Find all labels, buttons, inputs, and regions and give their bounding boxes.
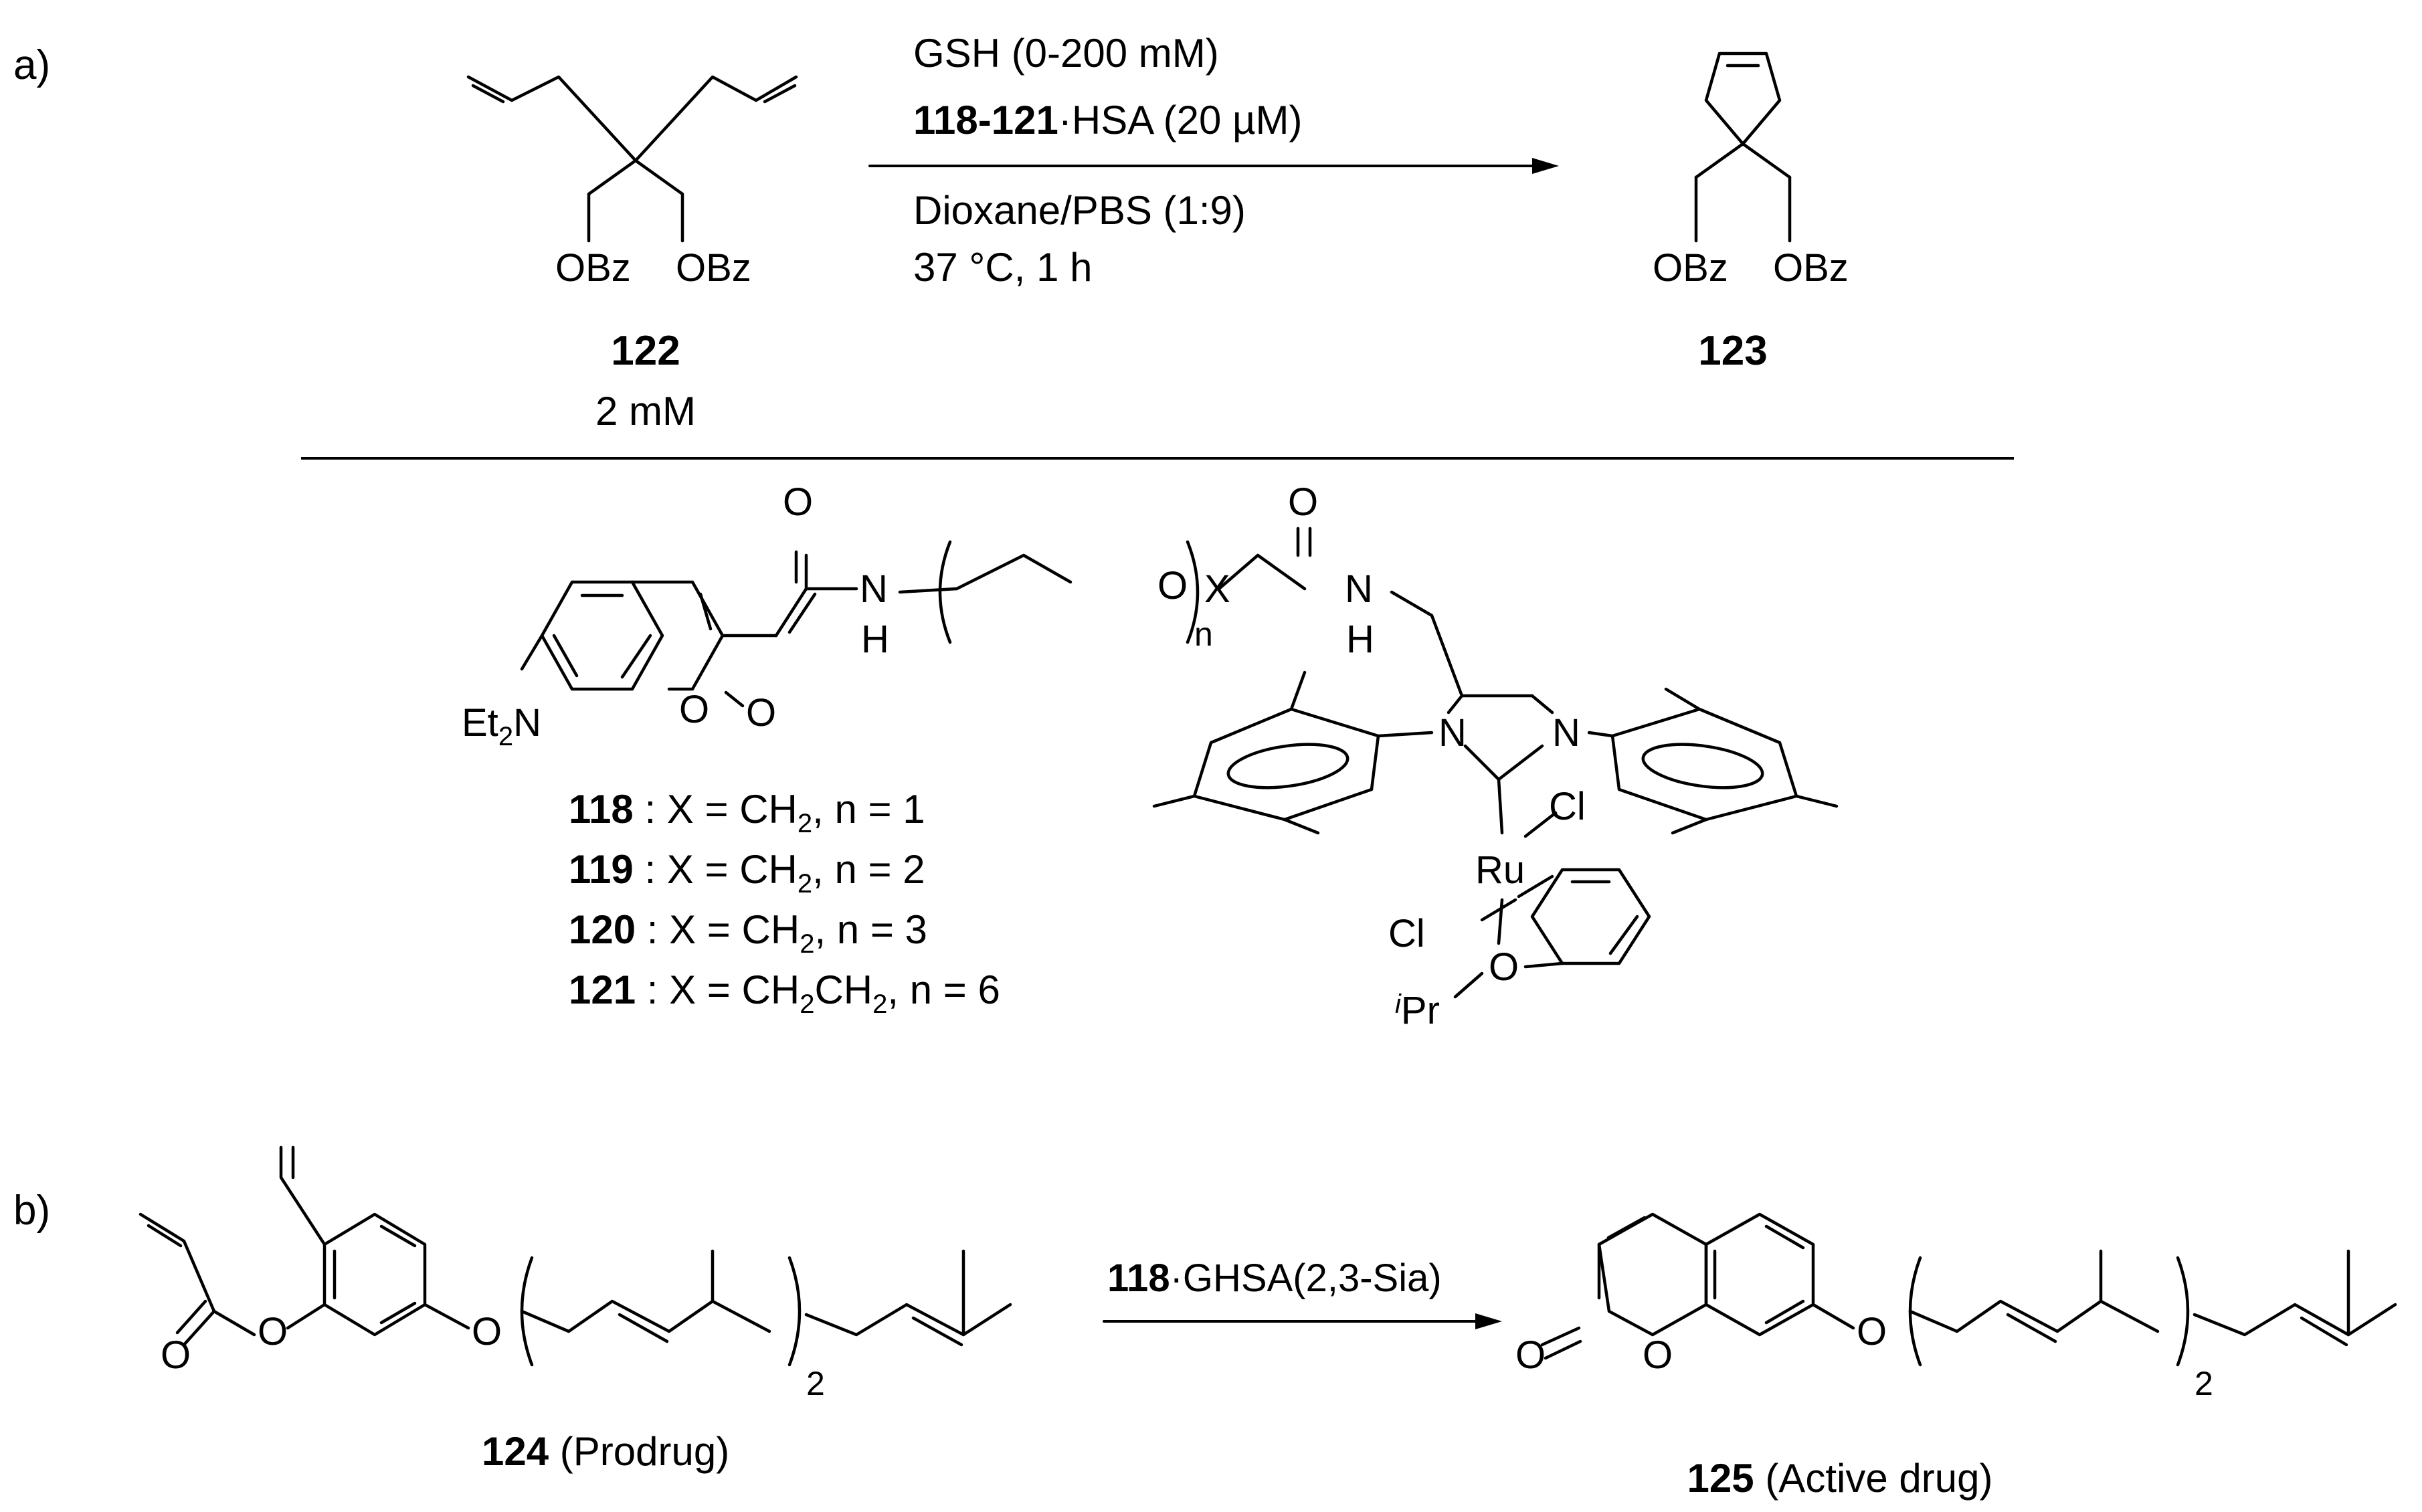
peg-oxygen: O [1157,564,1188,607]
reagent-b: 118·GHSA(2,3-Sia) [1107,1256,1442,1300]
chlorine-upper: Cl [1549,785,1586,828]
prodrug-124-structure [138,1145,1012,1367]
peg-repeat-n: n [1194,616,1213,653]
catalyst-series-list: 118 : X = CH2, n = 1 119 : X = CH2, n = … [569,787,1000,1019]
peg-linker-structure [898,527,1312,644]
amide-hydrogen-1: H [861,618,889,661]
compound-123-label: 123 [1698,328,1767,374]
reaction-arrow-b [1103,1313,1502,1329]
coumarin-fluorophore-structure [520,550,858,708]
linker-x: X [1204,567,1230,611]
et2n-label: Et2N [462,701,541,751]
compound-125-label: 125 (Active drug) [1687,1456,1993,1501]
ring-oxygen: O [679,688,709,731]
series-118: 118 : X = CH2, n = 1 [569,787,925,838]
condition-solvent: Dioxane/PBS (1:9) [913,188,1246,233]
compound-124-label: 124 (Prodrug) [482,1429,729,1474]
substrate-obz-left: OBz [555,246,631,290]
prodrug-repeat-count: 2 [806,1365,825,1402]
product-obz-left: OBz [1653,246,1728,290]
active-drug-125-structure [1540,1212,2397,1367]
product-123-structure [1694,52,1792,243]
series-121: 121 : X = CH2CH2, n = 6 [569,967,1000,1019]
substrate-obz-right: OBz [676,246,751,290]
prodrug-ether-oxygen: O [472,1310,502,1353]
amide-oxygen-1: O [783,480,813,524]
compound-122-conc: 2 mM [595,389,696,434]
series-120: 120 : X = CH2, n = 3 [569,907,927,959]
ruthenium-atom: Ru [1475,848,1525,892]
chlorine-lower: Cl [1388,912,1425,955]
product-obz-right: OBz [1773,246,1849,290]
prodrug-carbonyl-oxygen: O [161,1333,191,1377]
condition-gsh: GSH (0-200 mM) [913,31,1219,76]
panel-b-label: b) [13,1188,50,1234]
drug-ether-oxygen: O [1857,1310,1887,1353]
panel-a-label: a) [13,42,50,88]
substrate-122-structure [466,75,798,243]
series-119: 119 : X = CH2, n = 2 [569,847,925,899]
nhc-nitrogen-right: N [1552,711,1580,755]
nhc-nitrogen-left: N [1438,711,1467,755]
nhc-ruthenium-catalyst-structure [1152,590,1839,999]
drug-carbonyl-oxygen: O [1515,1333,1546,1377]
lactone-carbonyl-oxygen: O [746,691,776,735]
drug-repeat-count: 2 [2195,1365,2213,1402]
isopropyl-label: iPr [1395,989,1440,1032]
condition-catalyst: 118-121·HSA (20 µM) [913,98,1303,143]
ether-oxygen: O [1489,945,1519,989]
prodrug-ester-oxygen: O [258,1310,288,1353]
drug-ring-oxygen: O [1643,1333,1673,1377]
compound-122-label: 122 [611,328,680,374]
condition-temp-time: 37 °C, 1 h [913,245,1092,290]
reaction-arrow-a [868,158,1559,174]
amide-oxygen-2: O [1288,480,1318,524]
amide-hydrogen-2: H [1346,618,1374,661]
amide-nitrogen-1: N [860,567,888,611]
amide-nitrogen-2: N [1345,567,1373,611]
